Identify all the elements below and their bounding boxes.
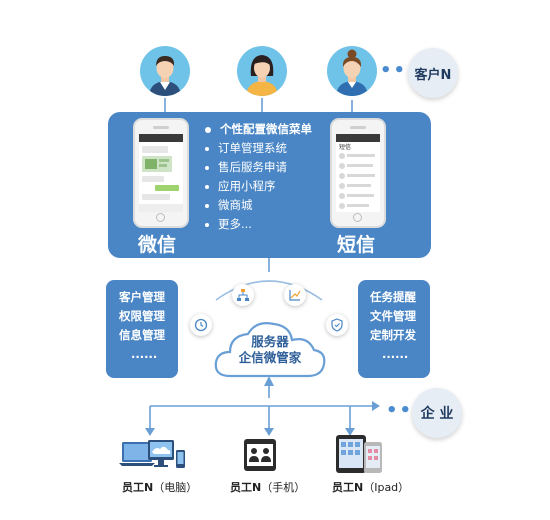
menu-item: 更多... — [205, 215, 312, 234]
module-info-management: 信息管理 — [119, 328, 165, 342]
phone-speaker — [350, 126, 366, 129]
org-chart-icon — [232, 284, 254, 306]
module-task-reminder: 任务提醒 — [370, 290, 416, 304]
client-avatar-man — [140, 46, 190, 96]
device-type: （Ipad） — [363, 481, 410, 494]
module-more: ...... — [382, 347, 409, 361]
module-customer-management: 客户管理 — [119, 290, 165, 304]
wechat-menu-list: 个性配置微信菜单 订单管理系统 售后服务申请 应用小程序 微商城 更多... — [205, 120, 312, 234]
client-avatar-woman-short-hair — [237, 46, 287, 96]
menu-item-label: 订单管理系统 — [218, 141, 287, 155]
chart-icon — [284, 284, 306, 306]
sms-label: 短信 — [337, 234, 376, 256]
server-title: 服务器 — [251, 334, 289, 349]
menu-item-label: 售后服务申请 — [218, 160, 287, 174]
enterprise-label: 企 业 — [420, 406, 454, 422]
menu-item: 应用小程序 — [205, 177, 312, 196]
sms-phone-screen: 短信 — [336, 134, 380, 212]
device-label-computer: 员工N（电脑） — [122, 479, 197, 495]
device-label-ipad: 员工N（Ipad） — [332, 479, 409, 495]
menu-item: 订单管理系统 — [205, 139, 312, 158]
bullet-icon — [205, 184, 209, 189]
menu-item-label: 微商城 — [218, 198, 253, 212]
tablet-devices-icon — [336, 435, 382, 473]
clock-icon — [190, 314, 212, 336]
menu-title: 个性配置微信菜单 — [220, 122, 312, 136]
server-label: 服务器 企信微管家 — [230, 334, 310, 366]
device-owner: 员工N — [122, 481, 154, 494]
device-owner: 员工N — [230, 481, 262, 494]
right-module-box: 任务提醒 文件管理 定制开发 ...... — [358, 280, 430, 378]
device-label-phone: 员工N（手机） — [230, 479, 305, 495]
wechat-phone-mockup — [133, 118, 189, 228]
client-n-label: 客户N — [414, 67, 452, 83]
module-file-management: 文件管理 — [370, 309, 416, 323]
wechat-phone-screen — [139, 134, 183, 212]
menu-item: 售后服务申请 — [205, 158, 312, 177]
mobile-phone-icon — [244, 439, 276, 471]
server-subtitle: 企信微管家 — [238, 350, 302, 365]
sms-phone-mockup: 短信 — [330, 118, 386, 228]
menu-title-row: 个性配置微信菜单 — [205, 120, 312, 139]
wechat-label: 微信 — [138, 234, 177, 256]
device-type: （电脑） — [153, 481, 198, 494]
device-type: （手机） — [261, 481, 306, 494]
left-module-box: 客户管理 权限管理 信息管理 ...... — [106, 280, 178, 378]
phone-speaker — [153, 126, 169, 129]
enterprise-bubble: 企 业 — [412, 388, 462, 438]
phone-home-button — [353, 213, 362, 222]
bullet-icon — [205, 203, 209, 208]
bullet-icon — [205, 222, 209, 227]
module-more: ...... — [131, 347, 158, 361]
sms-screen-title: 短信 — [339, 144, 352, 151]
computer-devices-icon — [119, 440, 185, 468]
menu-item-label: 应用小程序 — [218, 179, 276, 193]
menu-item: 微商城 — [205, 196, 312, 215]
server-cloud-icon — [214, 322, 326, 378]
menu-item-label: 更多... — [218, 217, 252, 231]
client-avatar-woman-bun — [327, 46, 377, 96]
module-permission-management: 权限管理 — [119, 309, 165, 323]
bullet-icon — [205, 165, 209, 170]
client-n-bubble: 客户N — [408, 48, 458, 98]
device-owner: 员工N — [332, 481, 364, 494]
bullet-icon — [205, 146, 209, 151]
bullet-icon — [205, 126, 211, 133]
module-custom-development: 定制开发 — [370, 328, 416, 342]
shield-icon — [326, 314, 348, 336]
phone-home-button — [156, 213, 165, 222]
